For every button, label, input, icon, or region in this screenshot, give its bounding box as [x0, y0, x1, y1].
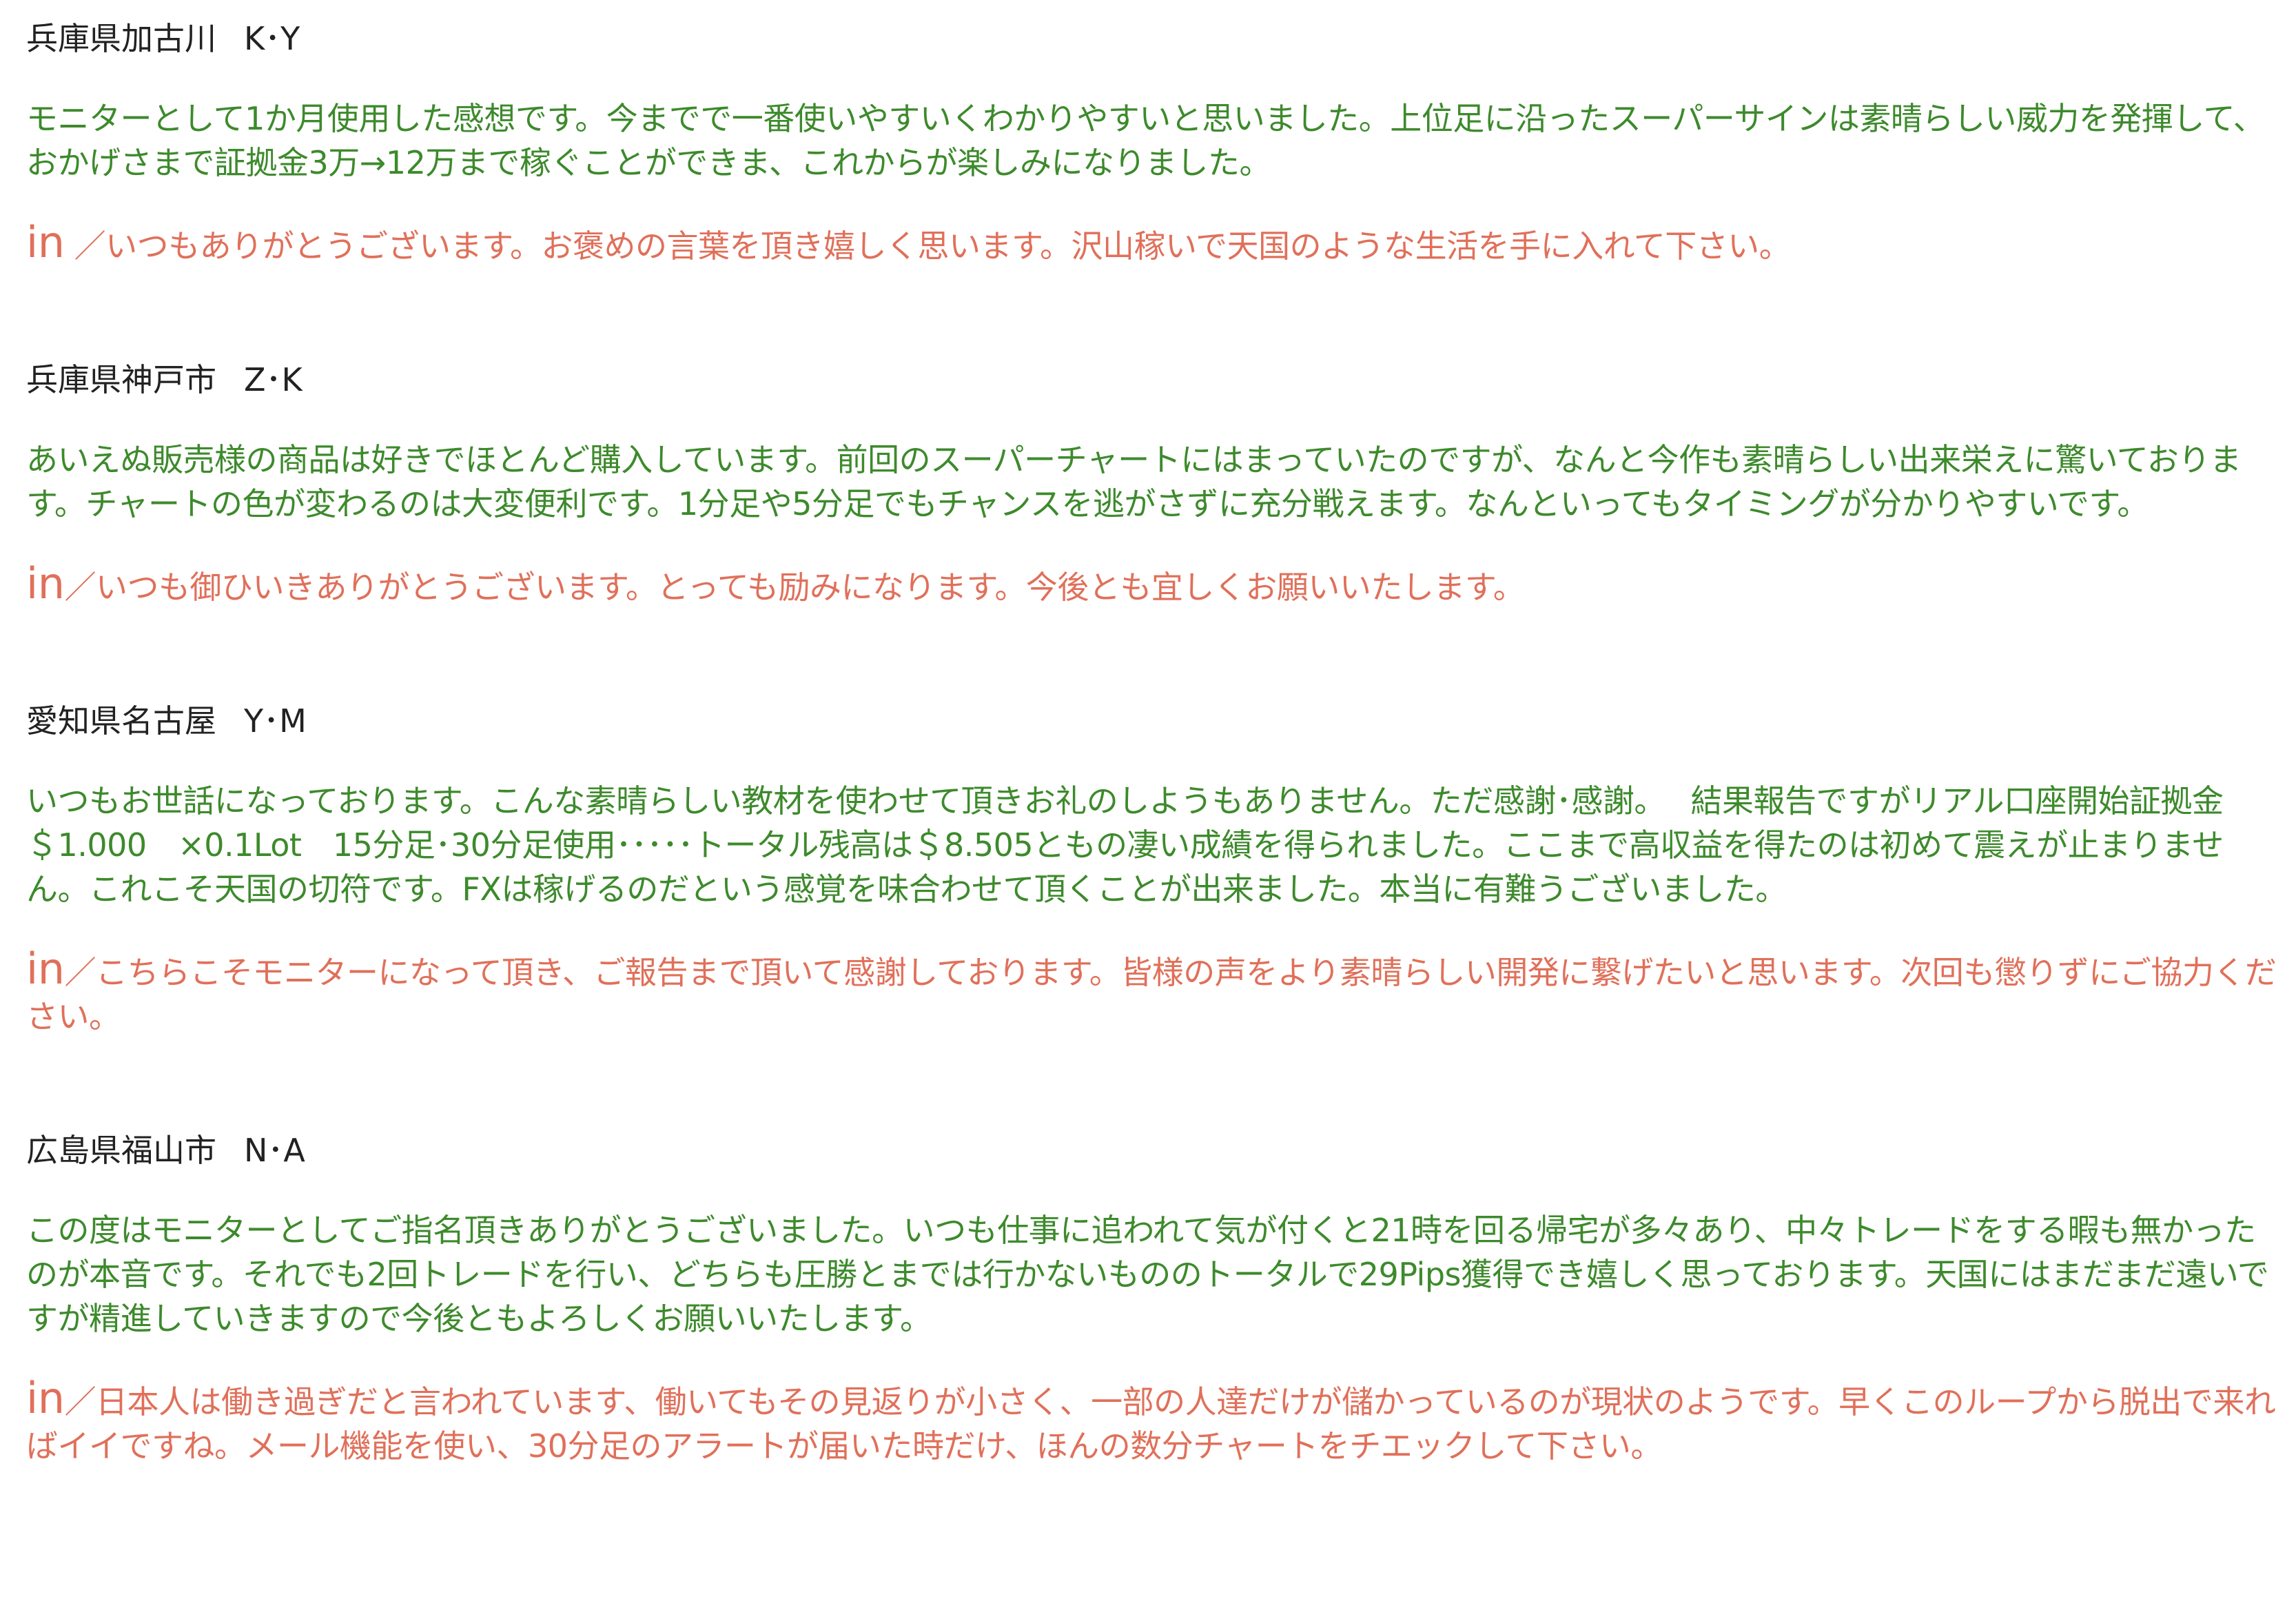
reply-text: ／こちらこそモニターになって頂き、ご報告まで頂いて感謝しております。皆様の声をよ…: [26, 954, 2277, 1035]
testimonial-reply: in／こちらこそモニターになって頂き、ご報告まで頂いて感謝しております。皆様の声…: [26, 947, 2279, 1039]
section-spacer: [26, 268, 2279, 358]
testimonials-page: 兵庫県加古川 K･Y モニターとして1か月使用した感想です。今までで一番使いやすい…: [26, 17, 2279, 1468]
testimonial-3: 愛知県名古屋 Y･M いつもお世話になっております。こんな素晴らしい教材を使わせて…: [26, 699, 2279, 1039]
testimonial-location: 兵庫県神戸市: [26, 361, 216, 398]
reply-label: in: [26, 558, 65, 609]
reply-text: ／いつも御ひいきありがとうございます。とっても励みになります。今後とも宜しくお願…: [64, 569, 1525, 606]
testimonial-initials: N･A: [244, 1132, 305, 1169]
section-spacer: [26, 609, 2279, 699]
testimonial-header: 兵庫県神戸市 Z･K: [26, 358, 2279, 402]
testimonial-comment: いつもお世話になっております。こんな素晴らしい教材を使わせて頂きお礼のしようもあ…: [26, 782, 2224, 908]
testimonial-comment: モニターとして1か月使用した感想です。今までで一番使いやすいくわかりやすいと思い…: [26, 100, 2265, 181]
testimonial-comment: この度はモニターとしてご指名頂きありがとうございました。いつも仕事に追われて気が…: [26, 1212, 2269, 1337]
testimonial-2: 兵庫県神戸市 Z･K あいえぬ販売様の商品は好きでほとんど購入しています。前回のス…: [26, 358, 2279, 609]
testimonial-location: 兵庫県加古川: [26, 20, 216, 57]
testimonial-initials: K･Y: [244, 20, 300, 57]
testimonial-comment: あいえぬ販売様の商品は好きでほとんど購入しています。前回のスーパーチャートにはま…: [26, 441, 2242, 522]
testimonial-header: 広島県福山市 N･A: [26, 1128, 2279, 1172]
reply-label: in: [26, 1373, 65, 1423]
testimonial-reply: in／いつも御ひいきありがとうございます。とっても励みになります。今後とも宜しく…: [26, 562, 2279, 609]
testimonial-header: 兵庫県加古川 K･Y: [26, 17, 2279, 61]
testimonial-header: 愛知県名古屋 Y･M: [26, 699, 2279, 743]
reply-label: in: [26, 944, 65, 994]
reply-text: ／日本人は働き過ぎだと言われています、働いてもその見返りが小さく、一部の人達だけ…: [26, 1383, 2276, 1465]
testimonial-4: 広島県福山市 N･A この度はモニターとしてご指名頂きありがとうございました。いつ…: [26, 1128, 2279, 1468]
reply-text: ／いつもありがとうございます。お褒めの言葉を頂き嬉しく思います。沢山稼いで天国の…: [64, 227, 1791, 265]
testimonial-reply: in ／いつもありがとうございます。お褒めの言葉を頂き嬉しく思います。沢山稼いで…: [26, 221, 2279, 268]
testimonial-1: 兵庫県加古川 K･Y モニターとして1か月使用した感想です。今までで一番使いやすい…: [26, 17, 2279, 268]
reply-label: in: [26, 217, 65, 267]
testimonial-initials: Y･M: [244, 702, 307, 740]
testimonial-location: 広島県福山市: [26, 1132, 216, 1169]
testimonial-location: 愛知県名古屋: [26, 702, 216, 740]
testimonial-initials: Z･K: [244, 361, 303, 398]
testimonial-reply: in／日本人は働き過ぎだと言われています、働いてもその見返りが小さく、一部の人達…: [26, 1376, 2279, 1468]
section-spacer: [26, 1039, 2279, 1128]
